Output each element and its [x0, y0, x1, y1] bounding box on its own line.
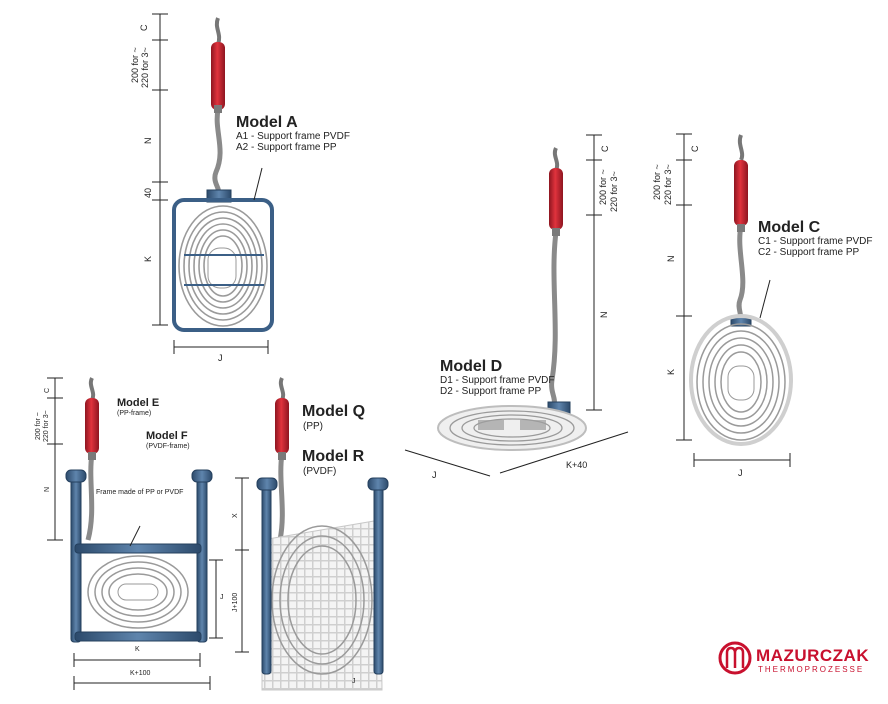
coil	[87, 555, 189, 629]
model-r-title: Model R	[302, 448, 365, 465]
model-f-dim-220: 220 for 3~	[43, 410, 50, 442]
model-f-dim-j: J	[220, 594, 224, 601]
heater-element	[275, 398, 289, 454]
model-d-line2: D2 - Support frame PP	[440, 386, 542, 397]
coil	[449, 410, 575, 446]
model-r-sub: (PVDF)	[303, 466, 337, 477]
model-f-dim-n: N	[44, 486, 51, 492]
coil	[178, 205, 268, 327]
model-ef-drawing	[47, 377, 223, 690]
model-d-dim-j: J	[432, 470, 437, 480]
frame-note: Frame made of PP or PVDF	[96, 489, 184, 496]
model-a-dim-200: 200 for ~	[130, 47, 140, 83]
model-c-dim-c: C	[690, 145, 700, 153]
model-c-title: Model C	[758, 219, 821, 236]
model-c-dim-k: K	[666, 368, 676, 375]
model-q-sub: (PP)	[303, 421, 323, 432]
coil	[271, 525, 373, 675]
model-c-dim-200: 200 for ~	[652, 164, 662, 200]
model-d-dim-n: N	[599, 311, 609, 319]
support-frame	[437, 405, 587, 451]
model-d-dim-200: 200 for ~	[598, 169, 608, 205]
model-r-dim-x: X	[232, 513, 239, 518]
model-c-dim-n: N	[666, 255, 676, 263]
model-f-dim-k100: K+100	[130, 670, 151, 677]
support-frame	[172, 198, 274, 332]
model-d-dim-c: C	[600, 145, 610, 153]
heater-element	[734, 160, 748, 226]
model-a-drawing	[152, 13, 274, 354]
model-e-sub: (PP-frame)	[117, 410, 152, 417]
model-c-line2: C2 - Support frame PP	[758, 247, 860, 258]
model-f-dim-k: K	[135, 646, 140, 653]
model-c-dim-220: 220 for 3~	[663, 164, 673, 205]
heater-element	[211, 42, 225, 110]
model-d-line1: D1 - Support frame PVDF	[440, 375, 555, 386]
model-a-dim-40: 40	[143, 187, 153, 198]
model-c-dim-j: J	[738, 468, 743, 478]
support-frame	[689, 314, 793, 446]
model-r-dim-j: J	[352, 678, 356, 685]
model-a-dim-n: N	[143, 137, 153, 145]
model-r-dim-j100: J+100	[232, 592, 239, 612]
heater-element	[85, 398, 99, 454]
model-f-dim-200: 200 for ~	[35, 412, 42, 440]
model-e-title: Model E	[117, 397, 160, 409]
logo-name: MAZURCZAK	[756, 646, 870, 665]
model-qr-drawing	[235, 377, 389, 691]
model-c-line1: C1 - Support frame PVDF	[758, 236, 873, 247]
model-a-title: Model A	[236, 114, 298, 131]
coil	[696, 323, 786, 441]
support-frame	[65, 469, 213, 643]
support-frame	[256, 477, 389, 675]
model-a-line1: A1 - Support frame PVDF	[236, 131, 350, 142]
mazurczak-logo-icon	[718, 641, 752, 675]
model-d-title: Model D	[440, 358, 503, 375]
model-q-title: Model Q	[302, 403, 366, 420]
logo-tagline: THERMOPROZESSE	[758, 665, 865, 674]
model-d-drawing	[404, 134, 629, 477]
heater-element	[549, 168, 563, 230]
model-f-dim-c: C	[44, 387, 51, 393]
model-a-dim-j: J	[218, 353, 223, 363]
model-a-dim-c: C	[139, 24, 149, 32]
model-d-dim-k40: K+40	[566, 460, 588, 470]
model-f-sub: (PVDF-frame)	[146, 443, 190, 450]
model-a-dim-220: 220 for 3~	[140, 47, 150, 88]
model-d-dim-220: 220 for 3~	[609, 171, 619, 212]
model-c-drawing	[676, 133, 793, 467]
model-a-dim-k: K	[143, 255, 153, 262]
model-f-title: Model F	[146, 430, 188, 442]
model-a-line2: A2 - Support frame PP	[236, 142, 337, 153]
